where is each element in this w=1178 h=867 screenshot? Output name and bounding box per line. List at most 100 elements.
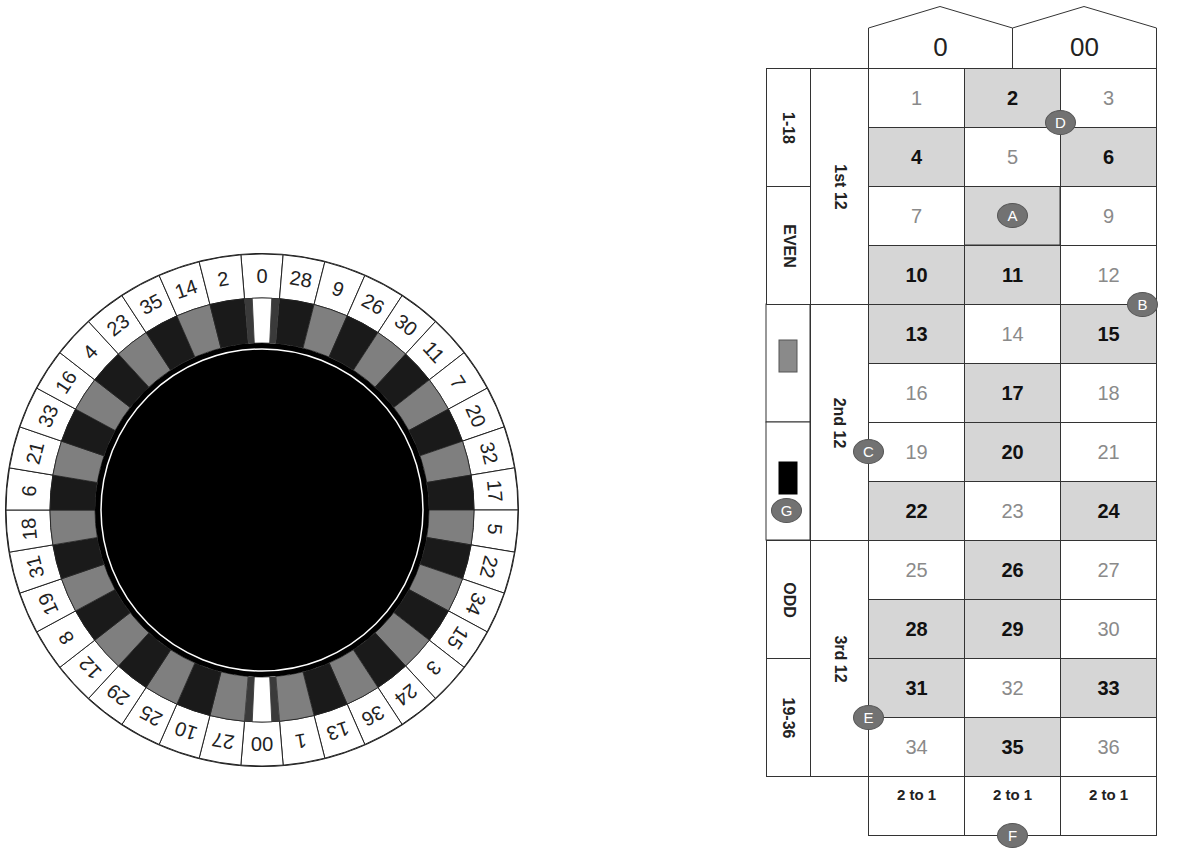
wheel-number: 6 xyxy=(18,484,39,497)
number-cell-text: 20 xyxy=(1001,442,1023,462)
number-cell: 36 xyxy=(1060,717,1157,777)
number-cell: 11 xyxy=(964,245,1061,305)
wheel-number: 11 xyxy=(420,337,449,366)
number-cell-text: 33 xyxy=(1097,678,1119,698)
wheel-number: 24 xyxy=(391,680,421,709)
wheel-number: 25 xyxy=(136,702,165,730)
wheel-pocket xyxy=(244,676,254,721)
outside-bet-cell-text: ODD xyxy=(781,582,797,618)
wheel-number: 16 xyxy=(52,367,81,397)
dozen-cell: 3rd 12 xyxy=(810,540,869,777)
number-cell: 24 xyxy=(1060,481,1157,541)
number-cell-text: 32 xyxy=(1001,678,1023,698)
black-swatch xyxy=(779,462,797,494)
wheel-number: 33 xyxy=(34,402,61,430)
number-cell-text: 24 xyxy=(1097,501,1119,521)
number-cell-text: 13 xyxy=(905,324,927,344)
number-cell: 35 xyxy=(964,717,1061,777)
number-cell-text: 1 xyxy=(911,88,922,108)
wheel-number: 27 xyxy=(211,729,236,752)
wheel-number: 14 xyxy=(172,276,200,302)
column-bet-cell-text: 2 to 1 xyxy=(897,787,936,802)
number-slot xyxy=(9,545,61,593)
number-cell-text: 6 xyxy=(1103,147,1114,167)
number-cell: 31 xyxy=(868,658,965,718)
wheel-number: 10 xyxy=(172,718,200,744)
wheel-number: 18 xyxy=(18,517,40,541)
number-cell-text: 16 xyxy=(905,383,927,403)
wheel-number: 29 xyxy=(103,680,133,709)
number-cell-text: 14 xyxy=(1001,324,1023,344)
number-cell: 9 xyxy=(1060,186,1157,246)
zero-cell-text: 0 xyxy=(933,34,947,60)
number-cell-text: 26 xyxy=(1001,560,1023,580)
number-cell: 29 xyxy=(964,599,1061,659)
wheel-pocket xyxy=(252,298,272,343)
number-slot xyxy=(199,255,244,305)
number-cell: 18 xyxy=(1060,363,1157,423)
number-cell-text: 3 xyxy=(1103,88,1114,108)
wheel-number: 12 xyxy=(75,654,105,684)
wheel-number: 7 xyxy=(446,372,469,392)
wheel-number: 35 xyxy=(136,290,165,318)
number-cell: 23 xyxy=(964,481,1061,541)
callout-letter-text: E xyxy=(863,710,873,725)
number-slot xyxy=(471,468,518,510)
callout-letter-text: G xyxy=(781,503,793,518)
number-cell-text: 23 xyxy=(1001,501,1023,521)
callout-letter: E xyxy=(853,705,884,730)
dozen-cell: 1st 12 xyxy=(810,68,869,305)
wheel-pocket xyxy=(427,475,474,510)
wheel-number: 9 xyxy=(329,277,346,300)
wheel-pocket xyxy=(270,298,280,343)
outside-bet-cell: EVEN xyxy=(766,186,811,305)
zero-outline xyxy=(869,7,1013,69)
outside-bet-cell: 1-18 xyxy=(766,68,811,187)
wheel-pocket xyxy=(270,676,280,721)
number-cell: 20 xyxy=(964,422,1061,482)
number-cell: 30 xyxy=(1060,599,1157,659)
roulette-wheel xyxy=(6,254,518,766)
zero-cell-text: 00 xyxy=(1070,34,1099,60)
wheel-number: 26 xyxy=(359,290,388,318)
number-cell-text: 7 xyxy=(911,206,922,226)
wheel-number: 19 xyxy=(34,590,61,618)
column-bet-cell-text: 2 to 1 xyxy=(1089,787,1128,802)
number-cell-text: 15 xyxy=(1097,324,1119,344)
number-slot xyxy=(280,716,325,766)
number-slot xyxy=(241,721,283,766)
number-cell xyxy=(964,186,1060,245)
number-cell: 4 xyxy=(868,127,965,187)
number-cell-text: 27 xyxy=(1097,560,1119,580)
column-bet-cell-text: 2 to 1 xyxy=(993,787,1032,802)
wheel-pocket xyxy=(252,677,272,722)
number-cell: 14 xyxy=(964,304,1061,364)
wheel-number: 31 xyxy=(23,554,48,580)
number-cell: 17 xyxy=(964,363,1061,423)
dozen-cell: 2nd 12 xyxy=(810,304,869,541)
number-cell-text: 12 xyxy=(1097,265,1119,285)
wheel-number: 3 xyxy=(423,658,445,680)
callout-letter: C xyxy=(853,439,884,464)
wheel-number: 36 xyxy=(359,702,388,730)
zero-cell: 00 xyxy=(1012,6,1157,69)
callout-letter-text: C xyxy=(863,444,874,459)
number-cell-text: 35 xyxy=(1001,737,1023,757)
number-cell-text: 17 xyxy=(1001,383,1023,403)
number-cell-text: 10 xyxy=(905,265,927,285)
number-cell: 1 xyxy=(868,68,965,128)
number-cell: 32 xyxy=(964,658,1061,718)
number-cell-text: 19 xyxy=(905,442,927,462)
number-slot xyxy=(463,427,515,475)
number-slot xyxy=(6,510,53,552)
wheel-pocket xyxy=(50,510,97,545)
number-cell: 6 xyxy=(1060,127,1157,187)
number-cell-text: 4 xyxy=(911,147,922,167)
number-cell-text: 30 xyxy=(1097,619,1119,639)
number-cell-text: 28 xyxy=(905,619,927,639)
color-cell xyxy=(766,422,810,540)
callout-letter-text: D xyxy=(1055,115,1066,130)
number-cell: 27 xyxy=(1060,540,1157,600)
number-cell-text: 5 xyxy=(1007,147,1018,167)
